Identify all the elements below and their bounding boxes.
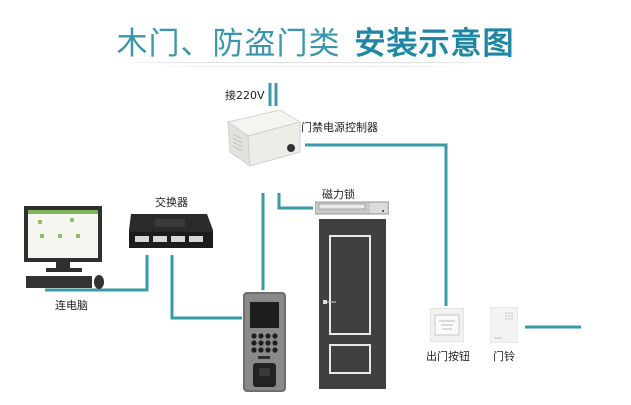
power-input-label: 接220V <box>225 89 265 102</box>
switch-label: 交换器 <box>155 196 188 209</box>
title-divider-secondary <box>150 66 470 67</box>
switch-port <box>153 236 167 242</box>
door <box>319 219 386 389</box>
power-controller-label: 门禁电源控制器 <box>301 121 378 134</box>
switch-port <box>189 236 203 242</box>
title-divider <box>110 62 510 63</box>
diagram-title: 木门、防盗门类安装示意图 <box>0 18 631 63</box>
computer-device <box>24 206 104 289</box>
title-part1: 木门、防盗门类 <box>116 26 341 62</box>
doorbell-label: 门铃 <box>493 350 515 363</box>
access-reader-device <box>243 292 286 392</box>
switch-to-reader-wire <box>170 255 242 320</box>
magnetic-lock-label: 磁力锁 <box>322 188 355 201</box>
magnetic-lock-device <box>315 201 389 215</box>
switch-port <box>135 236 149 242</box>
controller-to-exit-button-wire <box>305 143 448 306</box>
door-handle <box>323 300 327 304</box>
network-switch-device <box>129 214 213 248</box>
power-controller-device <box>226 109 302 168</box>
computer-label: 连电脑 <box>55 299 88 312</box>
title-part2: 安装示意图 <box>354 26 515 62</box>
exit-button-label: 出门按钮 <box>426 350 470 363</box>
doorbell-device <box>490 307 518 343</box>
controller-to-lock-wire <box>277 193 313 210</box>
switch-port <box>171 236 185 242</box>
exit-button-device <box>430 308 464 342</box>
switch-to-computer-wire <box>45 255 149 292</box>
